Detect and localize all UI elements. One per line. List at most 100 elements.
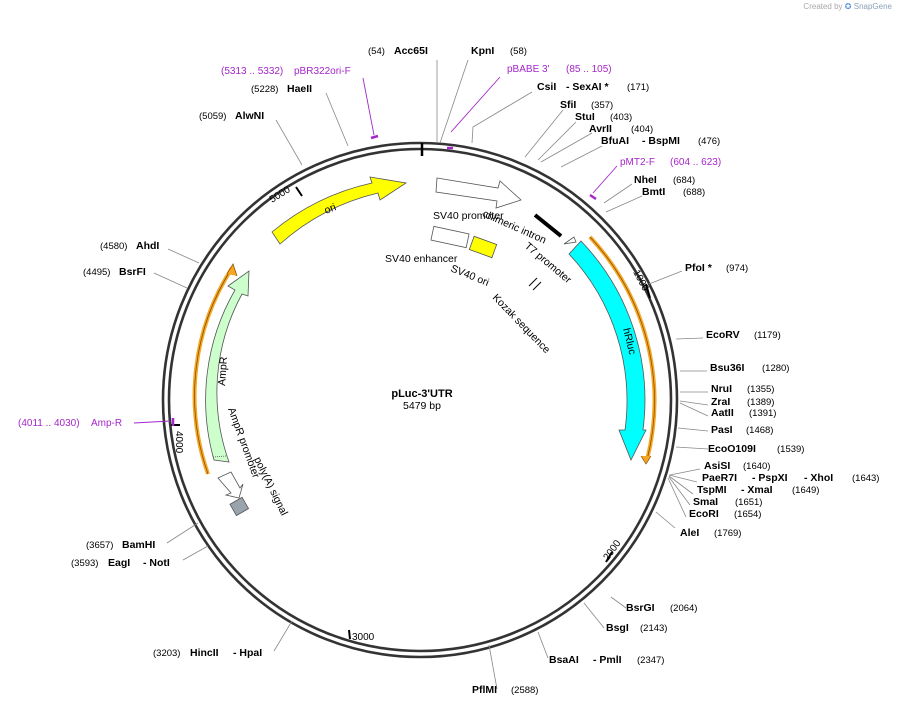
enzyme-avrii: AvrII <box>589 123 612 135</box>
ampr-orange-arrow <box>226 263 238 277</box>
enzyme-bamhi: BamHI <box>122 539 155 551</box>
primer-ampr-name: Amp-R <box>91 418 122 429</box>
plasmid-backbone <box>161 141 679 659</box>
enzyme-bsrfi: BsrFI <box>119 266 146 278</box>
enzyme-tspmi-pos: (1649) <box>792 485 819 496</box>
enzyme-ahdi: AhdI <box>136 240 159 252</box>
enzyme-stui-pos: (403) <box>610 112 632 123</box>
enzyme-paer7i: PaeR7I <box>702 472 737 484</box>
enzyme-csii-pos: (171) <box>627 82 649 93</box>
enzyme-stui: StuI <box>575 111 595 123</box>
tick-label-5000: 5000 <box>268 184 293 205</box>
tick-label-4000: 4000 <box>173 431 184 454</box>
enzyme-ecoo109i: EcoO109I <box>708 443 756 455</box>
enzyme-eagi: EagI <box>108 557 130 569</box>
enzyme-avrii-pos: (404) <box>631 124 653 135</box>
sv40-promoter-feature <box>435 177 522 209</box>
enzyme-ecorv-pos: (1179) <box>754 330 781 341</box>
enzyme-bsaai: BsaAI <box>549 654 579 666</box>
enzyme-ecorv: EcoRV <box>706 329 740 341</box>
ori-feature <box>271 176 408 245</box>
enzyme-pspxi: - PspXI <box>752 472 788 484</box>
enzyme-pfoi-pos: (974) <box>726 263 748 274</box>
enzyme-pfoi: PfoI * <box>685 262 713 274</box>
enzyme-ecori: EcoRI <box>689 508 719 520</box>
enzyme-bspmi: - BspMI <box>642 135 680 147</box>
enzyme-zrai-pos: (1389) <box>747 397 774 408</box>
hluc-orange-arrow <box>640 455 652 465</box>
enzyme-alwni-pos: (5059) <box>199 111 226 122</box>
enzyme-nhei: NheI <box>634 174 657 186</box>
enzyme-kpni-pos: (58) <box>510 46 527 57</box>
plasmid-length: 5479 bp <box>403 400 441 412</box>
snapgene-watermark: Created by ✪ SnapGene <box>803 2 892 11</box>
enzyme-bsrgi-pos: (2064) <box>670 603 697 614</box>
tick-mark-2000 <box>605 551 613 563</box>
primer-pmt2f-name: pMT2-F <box>620 157 655 168</box>
enzyme-paer7i-pos: (1643) <box>852 473 879 484</box>
enzyme-bsu36i: Bsu36I <box>710 362 745 374</box>
tick-mark-1000 <box>645 283 651 299</box>
enzyme-tspmi: TspMI <box>697 484 727 496</box>
tick-label-3000: 3000 <box>352 632 375 643</box>
enzyme-nhei-pos: (684) <box>673 175 695 186</box>
primers-layer: (5313 .. 5332) pBR322ori-F pBABE 3' (85 … <box>18 64 721 429</box>
enzyme-hpai: - HpaI <box>233 647 262 659</box>
enzyme-zrai: ZraI <box>711 396 730 408</box>
enzyme-alei: AleI <box>680 527 699 539</box>
enzyme-bsrfi-pos: (4495) <box>83 267 110 278</box>
enzyme-acc65i: Acc65I <box>394 45 428 57</box>
t7-promoter-label: T7 promoter <box>522 240 574 286</box>
enzyme-asisi-pos: (1640) <box>743 461 770 472</box>
enzyme-pmli: - PmlI <box>593 654 622 666</box>
snapgene-logo-icon: ✪ <box>844 2 852 11</box>
enzyme-haeii-pos: (5228) <box>251 84 278 95</box>
polya-label: poly(A) signal <box>251 455 290 517</box>
enzyme-bamhi-pos: (3657) <box>86 540 113 551</box>
enzyme-bsgi-pos: (2143) <box>640 623 667 634</box>
enzyme-xhoi: - XhoI <box>804 472 833 484</box>
sv40-ori-label: SV40 ori <box>449 263 491 289</box>
enzyme-eagi-pos: (3593) <box>71 558 98 569</box>
enzyme-nrui-pos: (1355) <box>747 384 774 395</box>
polya-feature <box>229 496 250 517</box>
enzyme-hincii: HincII <box>190 647 219 659</box>
primer-pbabe3-range: (85 .. 105) <box>566 64 612 75</box>
features-layer: ori SV40 promoter chimeric intron T7 pro… <box>192 176 657 518</box>
enzyme-acc65i-pos: (54) <box>368 46 385 57</box>
enzyme-pflmi-pos: (2588) <box>511 685 538 696</box>
enzyme-pasi-pos: (1468) <box>746 425 773 436</box>
enzyme-bsrgi: BsrGI <box>626 602 655 614</box>
enzyme-aatii-pos: (1391) <box>749 408 776 419</box>
watermark-prefix: Created by <box>803 2 843 11</box>
enzyme-pflmi: PflMI <box>472 684 497 696</box>
ampr-promoter-feature <box>217 471 244 499</box>
enzyme-smai: SmaI <box>693 496 718 508</box>
ampr-label: AmpR <box>216 356 230 386</box>
sv40-promoter-label: SV40 promoter <box>433 210 504 222</box>
chimeric-intron-feature <box>533 213 563 238</box>
sv40-ori-feature <box>468 235 498 259</box>
enzyme-bfuai: BfuAI <box>601 135 629 147</box>
enzyme-bsu36i-pos: (1280) <box>762 363 789 374</box>
enzyme-nrui: NruI <box>711 383 732 395</box>
enzyme-ecori-pos: (1654) <box>734 509 761 520</box>
enzyme-aatii: AatII <box>711 407 734 419</box>
plasmid-title: pLuc-3'UTR 5479 bp <box>391 388 452 412</box>
enzyme-bmti: BmtI <box>642 186 665 198</box>
enzyme-ecoo109i-pos: (1539) <box>777 444 804 455</box>
primer-pmt2f-range: (604 .. 623) <box>670 157 721 168</box>
hluc-feature <box>568 240 647 461</box>
enzyme-haeii: HaeII <box>287 83 312 95</box>
sv40-enhancer-feature <box>430 225 470 249</box>
kozak-feature <box>528 277 542 291</box>
ori-label: ori <box>323 201 338 216</box>
enzyme-alei-pos: (1769) <box>714 528 741 539</box>
enzyme-bmti-pos: (688) <box>683 187 705 198</box>
kozak-label: Kozak sequence <box>490 292 553 356</box>
sv40-enhancer-label: SV40 enhancer <box>385 253 458 265</box>
enzyme-kpni: KpnI <box>471 45 494 57</box>
tick-mark-5000 <box>295 186 303 197</box>
primer-ampr-range: (4011 .. 4030) <box>18 418 80 429</box>
